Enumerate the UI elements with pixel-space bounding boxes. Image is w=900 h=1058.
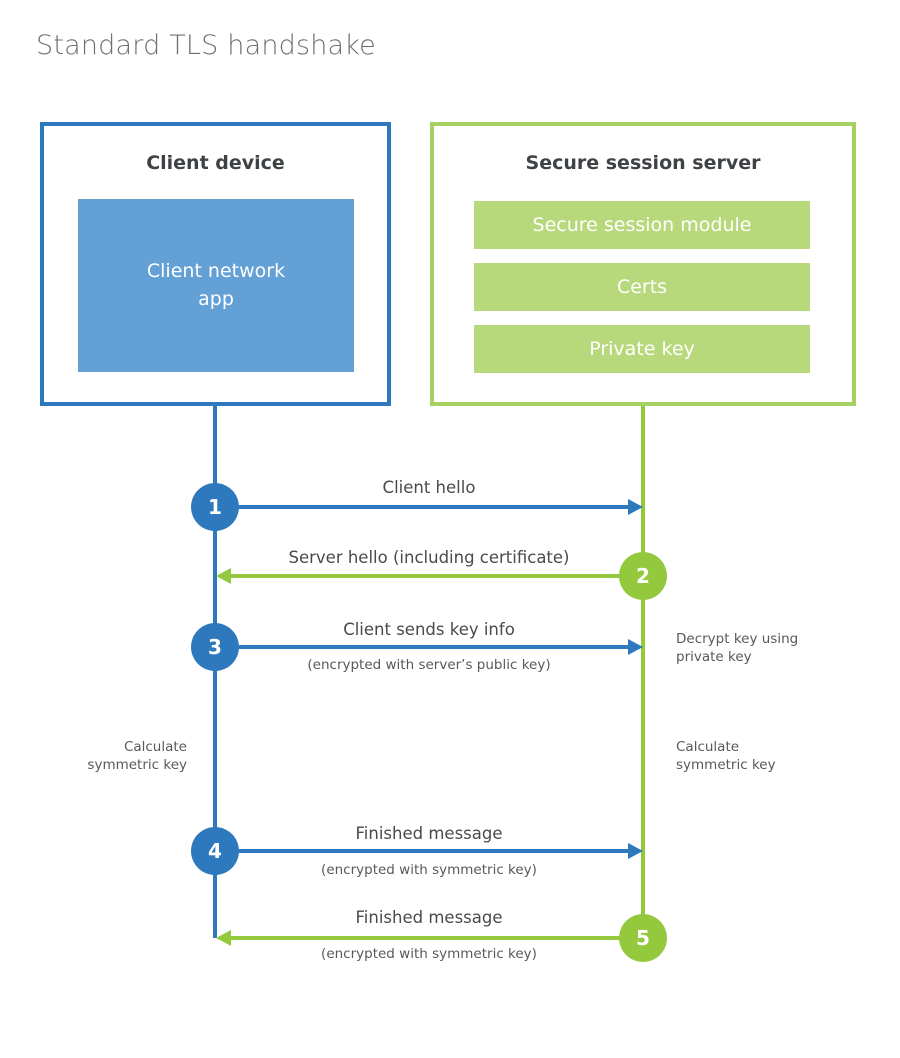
server-lifeline bbox=[641, 406, 645, 938]
message-4-label: Finished message bbox=[355, 824, 503, 843]
secure-session-server-title: Secure session server bbox=[525, 152, 761, 174]
message-5-arrow-line bbox=[231, 936, 621, 940]
module-label: Private key bbox=[589, 338, 695, 360]
message-2-label: Server hello (including certificate) bbox=[288, 548, 570, 567]
step-number: 2 bbox=[636, 564, 650, 588]
module-bar-private-key: Private key bbox=[474, 325, 810, 373]
message-1-arrow-line bbox=[239, 505, 629, 509]
message-5-sublabel: (encrypted with symmetric key) bbox=[321, 946, 537, 962]
message-3-arrowhead-icon bbox=[628, 639, 643, 655]
step-number: 3 bbox=[208, 635, 222, 659]
step-circle-3: 3 bbox=[191, 623, 239, 671]
message-4-sublabel: (encrypted with symmetric key) bbox=[321, 862, 537, 878]
client-lifeline bbox=[213, 406, 217, 938]
step-circle-1: 1 bbox=[191, 483, 239, 531]
module-label: Secure session module bbox=[532, 214, 752, 236]
message-5-label: Finished message bbox=[355, 908, 503, 927]
module-bar-certs: Certs bbox=[474, 263, 810, 311]
client-network-app-box: Client network app bbox=[78, 199, 354, 372]
step-circle-2: 2 bbox=[619, 552, 667, 600]
message-3-label: Client sends key info bbox=[343, 620, 515, 639]
step-number: 4 bbox=[208, 839, 222, 863]
message-3-sublabel: (encrypted with server’s public key) bbox=[307, 657, 551, 673]
message-4-arrowhead-icon bbox=[628, 843, 643, 859]
step-circle-4: 4 bbox=[191, 827, 239, 875]
message-3-arrow-line bbox=[239, 645, 629, 649]
message-4-arrow-line bbox=[239, 849, 629, 853]
client-device-title: Client device bbox=[146, 152, 285, 174]
module-label: Certs bbox=[616, 276, 668, 298]
message-5-arrowhead-icon bbox=[216, 930, 231, 946]
module-bar-secure-session-module: Secure session module bbox=[474, 201, 810, 249]
page-title: Standard TLS handshake bbox=[36, 30, 376, 61]
message-1-label: Client hello bbox=[382, 478, 476, 497]
note-decrypt-key: Decrypt key using private key bbox=[676, 631, 799, 665]
note-calculate-symmetric-key-server: Calculate symmetric key bbox=[676, 739, 776, 773]
message-2-arrowhead-icon bbox=[216, 568, 231, 584]
message-1-arrowhead-icon bbox=[628, 499, 643, 515]
message-2-arrow-line bbox=[231, 574, 621, 578]
step-number: 5 bbox=[636, 926, 650, 950]
client-network-app-label: Client network app bbox=[146, 259, 286, 310]
step-number: 1 bbox=[208, 495, 222, 519]
note-calculate-symmetric-key-client: Calculate symmetric key bbox=[87, 739, 187, 773]
step-circle-5: 5 bbox=[619, 914, 667, 962]
